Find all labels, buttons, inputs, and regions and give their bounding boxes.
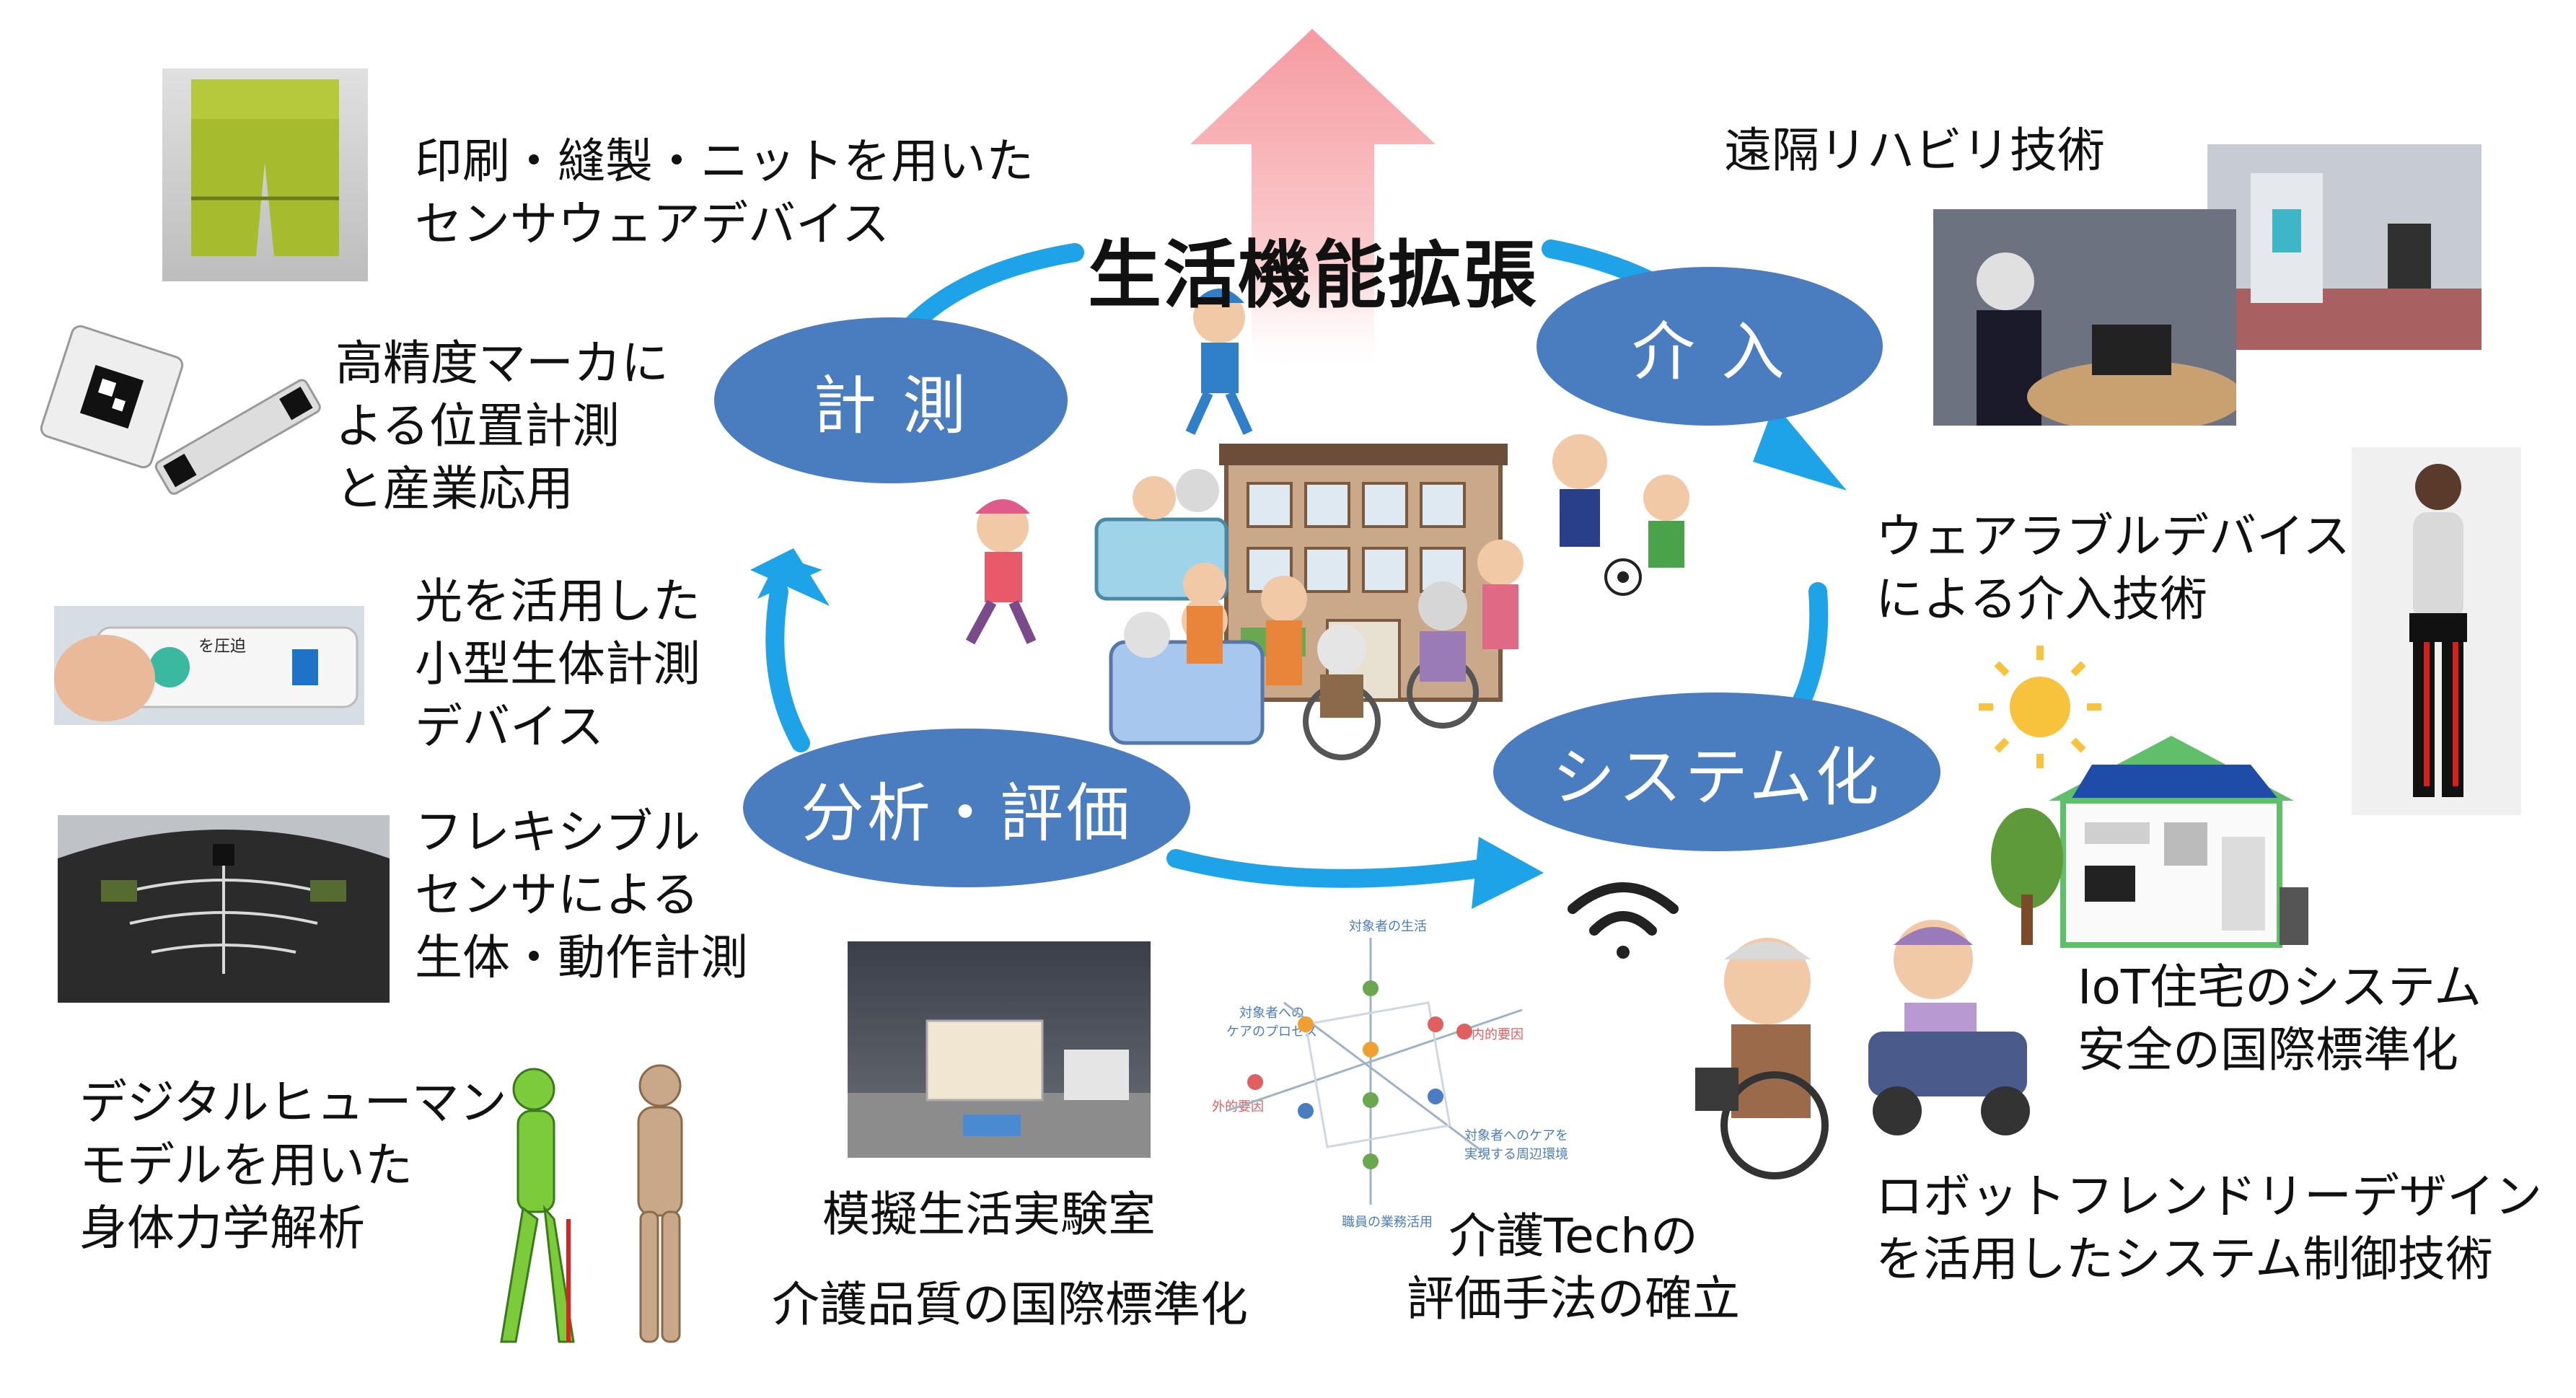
caption-line: による介入技術 <box>1876 571 2208 628</box>
center-title: 生活機能拡張 <box>1088 233 1538 319</box>
caption-optical: 光を活用した 小型生体計測 デバイス <box>415 570 700 758</box>
oval-analyze: 分析・評価 <box>743 729 1190 887</box>
caption-line: IoT住宅のシステム <box>2078 959 2482 1015</box>
caption-sensewear: 印刷・縫製・ニットを用いた センサウェアデバイス <box>415 130 1034 255</box>
wifi-icon <box>1568 882 1679 959</box>
caption-line: センサによる <box>415 867 700 923</box>
caption-line: フレキシブル <box>415 804 700 860</box>
flexible-sensor-back-photo <box>58 815 390 1003</box>
axis-label-bottom: 職員の業務活用 <box>1342 1215 1433 1230</box>
caption-iot: IoT住宅のシステム 安全の国際標準化 <box>2078 956 2482 1081</box>
sun-icon <box>1979 646 2101 768</box>
caption-line: 安全の国際標準化 <box>2078 1022 2458 1078</box>
simulated-living-lab-photo <box>848 941 1151 1158</box>
caption-line: 光を活用した <box>415 573 700 629</box>
caption-line: 生体・動作計測 <box>415 930 748 986</box>
caption-line: よる位置計測 <box>335 398 620 454</box>
soccer-ball-icon <box>1604 558 1642 596</box>
caption-line: デジタルヒューマン <box>79 1075 507 1130</box>
digital-human-model <box>462 1053 736 1356</box>
caption-robot: ロボットフレンドリーデザイン を活用したシステム制御技術 <box>1876 1165 2542 1291</box>
caption-remote-rehab: 遠隔リハビリ技術 <box>1724 119 2105 182</box>
optical-device-label: を圧迫 <box>198 638 247 656</box>
caption-line: 印刷・縫製・ニットを用いた <box>415 133 1034 189</box>
caption-line: を活用したシステム制御技術 <box>1876 1231 2494 1288</box>
caption-dhm: デジタルヒューマン モデルを用いた 身体力学解析 <box>79 1071 507 1259</box>
caption-care-quality: 介護品質の国際標準化 <box>772 1273 1248 1336</box>
runner-woman <box>965 499 1037 645</box>
elderly-woman-mobility-scooter <box>1868 920 2030 1135</box>
oval-intervene-label: 介 入 <box>1632 314 1788 389</box>
caption-flexible: フレキシブル センサによる 生体・動作計測 <box>415 801 748 989</box>
caption-line: センサウェアデバイス <box>415 196 890 252</box>
caption-line: モデルを用いた <box>79 1138 413 1194</box>
oval-measure: 計 測 <box>714 317 1068 483</box>
father-child <box>1552 434 1689 568</box>
caption-marker: 高精度マーカに よる位置計測 と産業応用 <box>335 332 669 520</box>
oval-systemize-label: システム化 <box>1552 739 1882 814</box>
caption-line: ウェアラブルデバイス <box>1876 509 2351 564</box>
caption-line: デバイス <box>415 699 605 755</box>
wearable-device-photo <box>2352 447 2521 815</box>
caption-line: と産業応用 <box>335 461 573 517</box>
caption-line: ロボットフレンドリーデザイン <box>1876 1169 2542 1224</box>
axis-label-top: 対象者の生活 <box>1349 919 1427 934</box>
caption-line: 小型生体計測 <box>415 636 700 693</box>
axis-label-lower-right: 対象者へのケアを 実現する周辺環境 <box>1464 1128 1568 1162</box>
caption-line: 介護品質の国際標準化 <box>772 1277 1248 1332</box>
marker-devices-photo <box>32 317 321 534</box>
oval-analyze-label: 分析・評価 <box>800 775 1133 850</box>
oval-measure-label: 計 測 <box>813 368 969 443</box>
optical-device-photo: を圧迫 <box>54 606 364 725</box>
sensewear-pants-photo <box>162 69 368 281</box>
axis-label-upper-left: 対象者への ケアのプロセス <box>1226 1006 1317 1039</box>
caption-lab: 模擬生活実験室 <box>822 1183 1156 1246</box>
axis-label-right: 内的要因 <box>1472 1027 1524 1042</box>
caption-line: 介護Techの <box>1449 1208 1698 1264</box>
caption-line: 遠隔リハビリ技術 <box>1724 123 2105 178</box>
caption-caretech: 介護Techの 評価手法の確立 <box>1407 1205 1740 1330</box>
caption-line: 高精度マーカに <box>335 335 669 391</box>
runner-man <box>1185 289 1253 435</box>
caption-line: 身体力学解析 <box>79 1200 365 1257</box>
elderly-man-wheelchair <box>1695 938 1829 1179</box>
caption-wearable: ウェアラブルデバイス による介入技術 <box>1876 505 2350 630</box>
oval-systemize: システム化 <box>1493 693 1940 851</box>
caption-line: 模擬生活実験室 <box>822 1187 1156 1242</box>
caption-line: 評価手法の確立 <box>1407 1271 1740 1327</box>
remote-rehab-photo <box>1933 144 2482 433</box>
oval-intervene: 介 入 <box>1537 267 1883 426</box>
